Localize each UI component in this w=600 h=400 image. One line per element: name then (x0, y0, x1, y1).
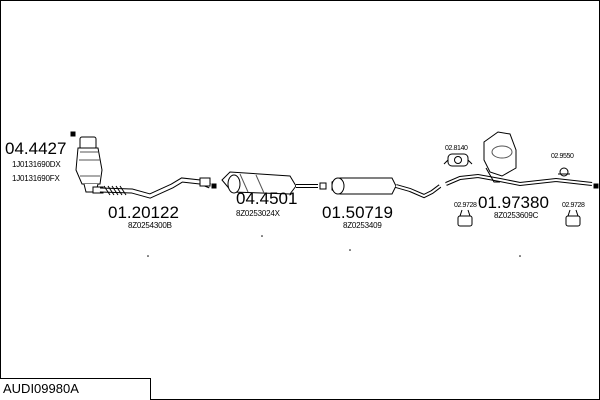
title-box (0, 378, 151, 400)
rear-silencer[interactable] (445, 131, 599, 189)
diagram-title: AUDI09980A (3, 381, 79, 396)
mount-bracket[interactable] (558, 167, 570, 177)
hanger-right[interactable] (565, 209, 581, 227)
front-pipe[interactable] (99, 177, 217, 199)
hanger-left[interactable] (457, 209, 473, 227)
ref-front-pipe: 8Z0254300B (128, 221, 172, 230)
front-catalytic-converter[interactable] (70, 131, 104, 194)
part-number-main-cat: 04.4501 (236, 189, 298, 208)
part-number-front-pipe: 01.20122 (108, 203, 179, 222)
part-number-hanger-left: 02.9728 (454, 202, 477, 209)
main-catalytic-converter[interactable] (221, 171, 318, 195)
part-number-hanger-right: 02.9728 (562, 202, 585, 209)
ref-front-cat-1: 1J0131690DX (12, 160, 61, 169)
part-number-mount: 02.9550 (551, 153, 574, 160)
middle-silencer[interactable] (319, 177, 442, 199)
part-number-rubber-ring: 02.8140 (445, 145, 468, 152)
part-number-rear-silencer: 01.97380 (478, 193, 549, 212)
part-number-front-cat: 04.4427 (5, 139, 67, 158)
ref-front-cat-2: 1J0131690FX (12, 174, 60, 183)
ref-middle-silencer: 8Z0253409 (343, 221, 382, 230)
ref-main-cat: 8Z0253024X (236, 209, 280, 218)
ref-rear-silencer: 8Z0253609C (494, 211, 539, 220)
rubber-ring[interactable] (443, 153, 473, 167)
part-number-middle-silencer: 01.50719 (322, 203, 393, 222)
